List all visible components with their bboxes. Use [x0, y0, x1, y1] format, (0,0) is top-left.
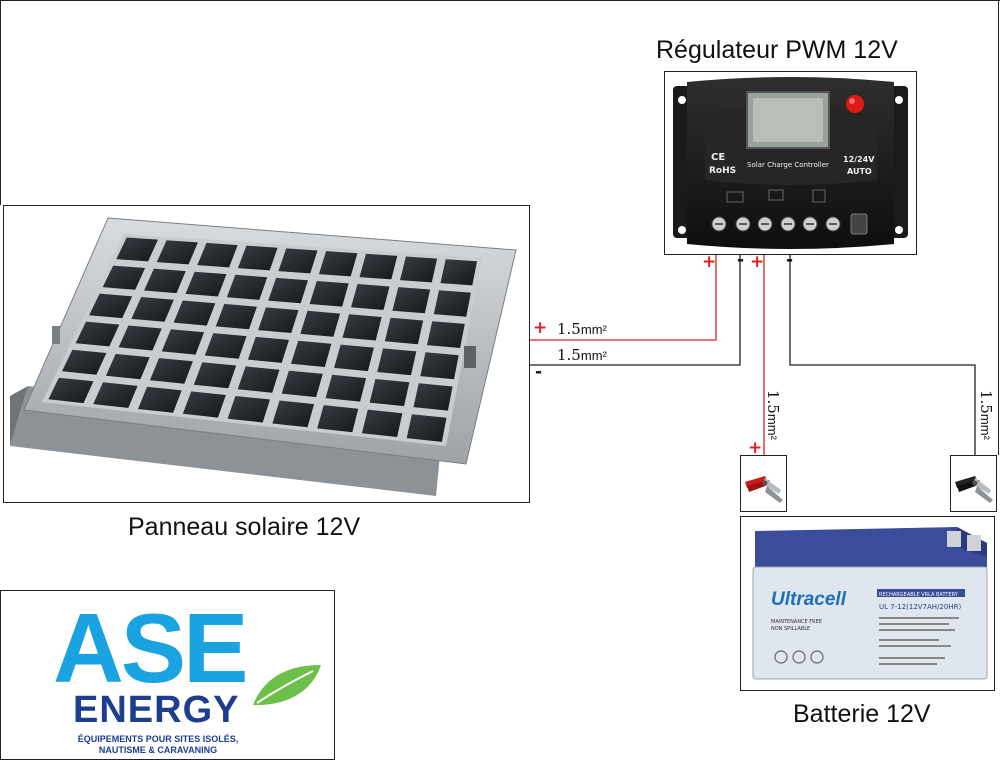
panel-negative-wire-label: 1.5mm²	[557, 346, 607, 364]
charge-controller-image: CE RoHS Solar Charge Controller 12/24V A…	[673, 77, 908, 249]
solar-cell	[427, 321, 465, 348]
svg-text:NON SPILLABLE: NON SPILLABLE	[771, 626, 810, 632]
solar-cell	[258, 307, 299, 333]
wire-panel-positive	[530, 255, 717, 341]
regulator-battery-plus-sign: +	[750, 252, 765, 272]
svg-text:Ultracell: Ultracell	[771, 589, 847, 610]
solar-cell	[281, 370, 323, 398]
red-clamp-icon	[745, 476, 783, 503]
battery-negative-wire-label: 1.5mm²	[977, 390, 995, 440]
solar-cell	[102, 265, 146, 290]
svg-text:RECHARGEABLE VRLA BATTERY: RECHARGEABLE VRLA BATTERY	[879, 592, 959, 598]
solar-cell	[149, 358, 193, 384]
wire-panel-negative	[530, 255, 741, 366]
regulator-frame: CE RoHS Solar Charge Controller 12/24V A…	[664, 71, 917, 255]
solar-cell	[325, 374, 367, 402]
solar-cell	[377, 348, 417, 376]
svg-text:MAINTENANCE FREE: MAINTENANCE FREE	[771, 619, 822, 625]
solar-cell	[227, 396, 270, 423]
solar-cell	[75, 321, 120, 347]
solar-cell	[278, 248, 318, 274]
solar-cell	[351, 284, 390, 310]
logo-ase-text: ASE	[53, 593, 249, 703]
red-clamp-frame	[740, 455, 787, 512]
battery-positive-sign: +	[748, 438, 763, 458]
svg-text:RoHS: RoHS	[709, 166, 736, 176]
solar-cell	[440, 259, 477, 286]
solar-cell	[369, 379, 410, 407]
wire-battery-negative	[789, 255, 976, 455]
solar-cell	[317, 405, 359, 433]
regulator-panel-plus-sign: +	[702, 252, 717, 272]
solar-cell	[48, 377, 94, 404]
solar-cell	[400, 256, 438, 283]
solar-cell	[433, 290, 471, 317]
solar-cell	[272, 400, 315, 428]
solar-cell	[193, 362, 237, 389]
logo-energy-text: ENERGY	[73, 689, 240, 731]
solar-cell	[93, 382, 138, 408]
solar-cell	[226, 274, 268, 300]
solar-cell	[300, 310, 341, 337]
solar-cell	[318, 251, 358, 277]
logo-tagline: ÉQUIPEMENTS POUR SITES ISOLÉS, NAUTISME …	[77, 734, 239, 755]
leaf-icon	[253, 665, 321, 705]
svg-text:AUTO: AUTO	[847, 167, 872, 176]
solar-cell	[118, 325, 162, 351]
regulator-title: Régulateur PWM 12V	[656, 36, 898, 64]
solar-cell	[89, 293, 133, 319]
solar-cell	[247, 336, 289, 363]
svg-text:CE: CE	[711, 152, 725, 163]
solar-cell	[131, 297, 174, 322]
logo-frame: ASE ENERGY ÉQUIPEMENTS POUR SITES ISOLÉS…	[0, 590, 335, 760]
solar-cell	[173, 300, 216, 326]
solar-cell	[342, 314, 382, 341]
solar-cell	[392, 287, 431, 314]
regulator-panel-minus-sign: -	[737, 250, 745, 270]
solar-cell	[204, 333, 247, 359]
solar-cell	[291, 340, 332, 367]
black-clamp-frame	[950, 455, 997, 512]
regulator-battery-minus-sign: -	[786, 250, 794, 270]
solar-cell	[420, 352, 459, 380]
solar-cell	[116, 237, 158, 262]
solar-panel-image	[10, 217, 517, 496]
svg-text:12/24V: 12/24V	[843, 155, 875, 164]
solar-cell	[359, 253, 398, 280]
solar-cell	[62, 349, 107, 375]
solar-cell	[161, 329, 205, 355]
svg-text:Solar Charge Controller: Solar Charge Controller	[747, 161, 829, 169]
solar-cell	[268, 277, 308, 304]
solar-cell	[237, 245, 278, 271]
black-clamp-icon	[955, 476, 993, 503]
panel-positive-wire-label: 1.5mm²	[557, 320, 607, 338]
solar-cell	[105, 353, 150, 380]
solar-cell	[215, 303, 257, 330]
solar-cells	[48, 237, 477, 442]
solar-cell	[185, 271, 227, 297]
solar-cell	[334, 344, 374, 372]
battery-positive-wire-label: 1.5mm²	[764, 390, 782, 440]
solar-cell	[309, 281, 349, 307]
panel-negative-sign: -	[535, 362, 543, 382]
battery-title: Batterie 12V	[793, 700, 931, 728]
solar-cell	[144, 268, 186, 294]
svg-text:UL 7-12(12V7AH/20HR): UL 7-12(12V7AH/20HR)	[879, 603, 961, 611]
solar-cell	[361, 409, 403, 437]
solar-cell	[237, 366, 280, 393]
solar-cell	[156, 240, 198, 265]
battery-image: Ultracell RECHARGEABLE VRLA BATTERY UL 7…	[752, 527, 988, 680]
panel-positive-sign: +	[533, 318, 548, 338]
solar-cell	[197, 242, 238, 268]
solar-cell	[182, 391, 226, 418]
solar-cell	[384, 317, 424, 345]
solar-cell	[406, 414, 447, 442]
battery-frame: Ultracell RECHARGEABLE VRLA BATTERY UL 7…	[740, 516, 995, 691]
solar-panel-frame	[3, 205, 530, 503]
solar-cell	[138, 386, 182, 413]
solar-panel-title: Panneau solaire 12V	[128, 513, 361, 541]
solar-cell	[413, 383, 453, 411]
